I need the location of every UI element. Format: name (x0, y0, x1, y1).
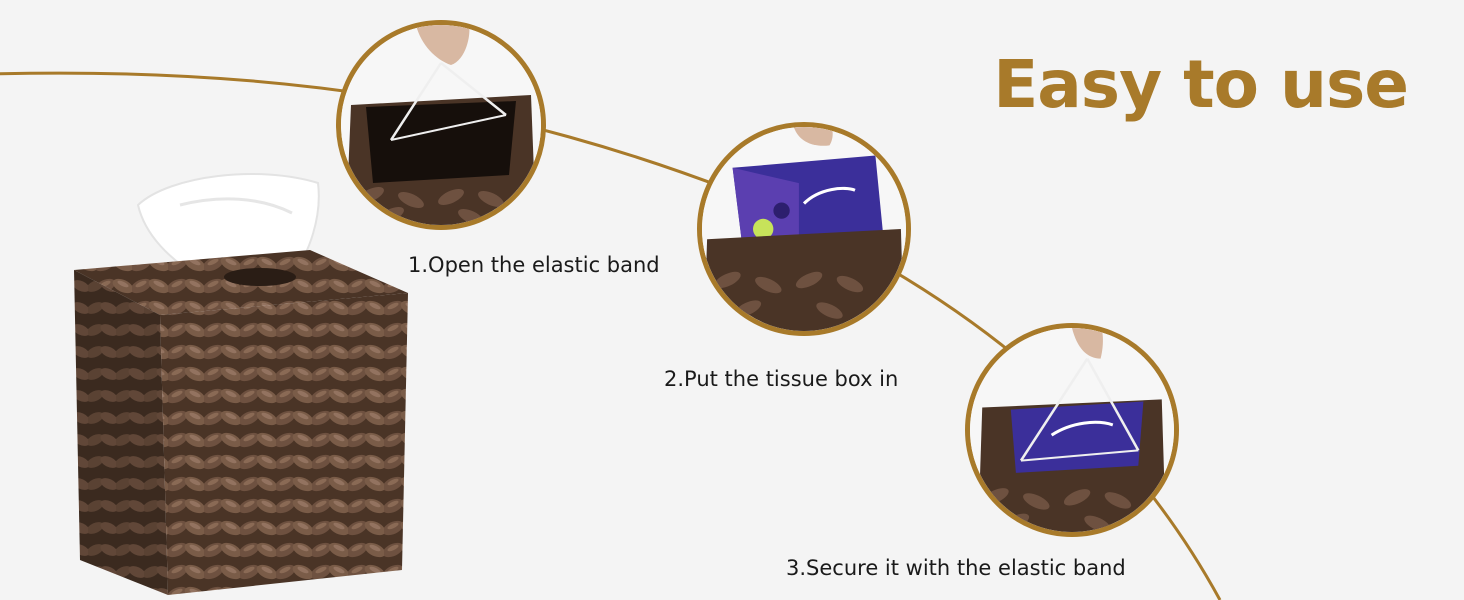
step-3-photo (965, 323, 1179, 537)
headline: Easy to use (993, 46, 1409, 123)
step-2-photo: 60 (697, 122, 911, 336)
step-1-label: 1.Open the elastic band (408, 253, 660, 277)
step-2-label: 2.Put the tissue box in (664, 367, 899, 391)
step-3-label: 3.Secure it with the elastic band (786, 556, 1126, 580)
product-photo (60, 165, 420, 595)
step-1-photo (336, 20, 546, 230)
